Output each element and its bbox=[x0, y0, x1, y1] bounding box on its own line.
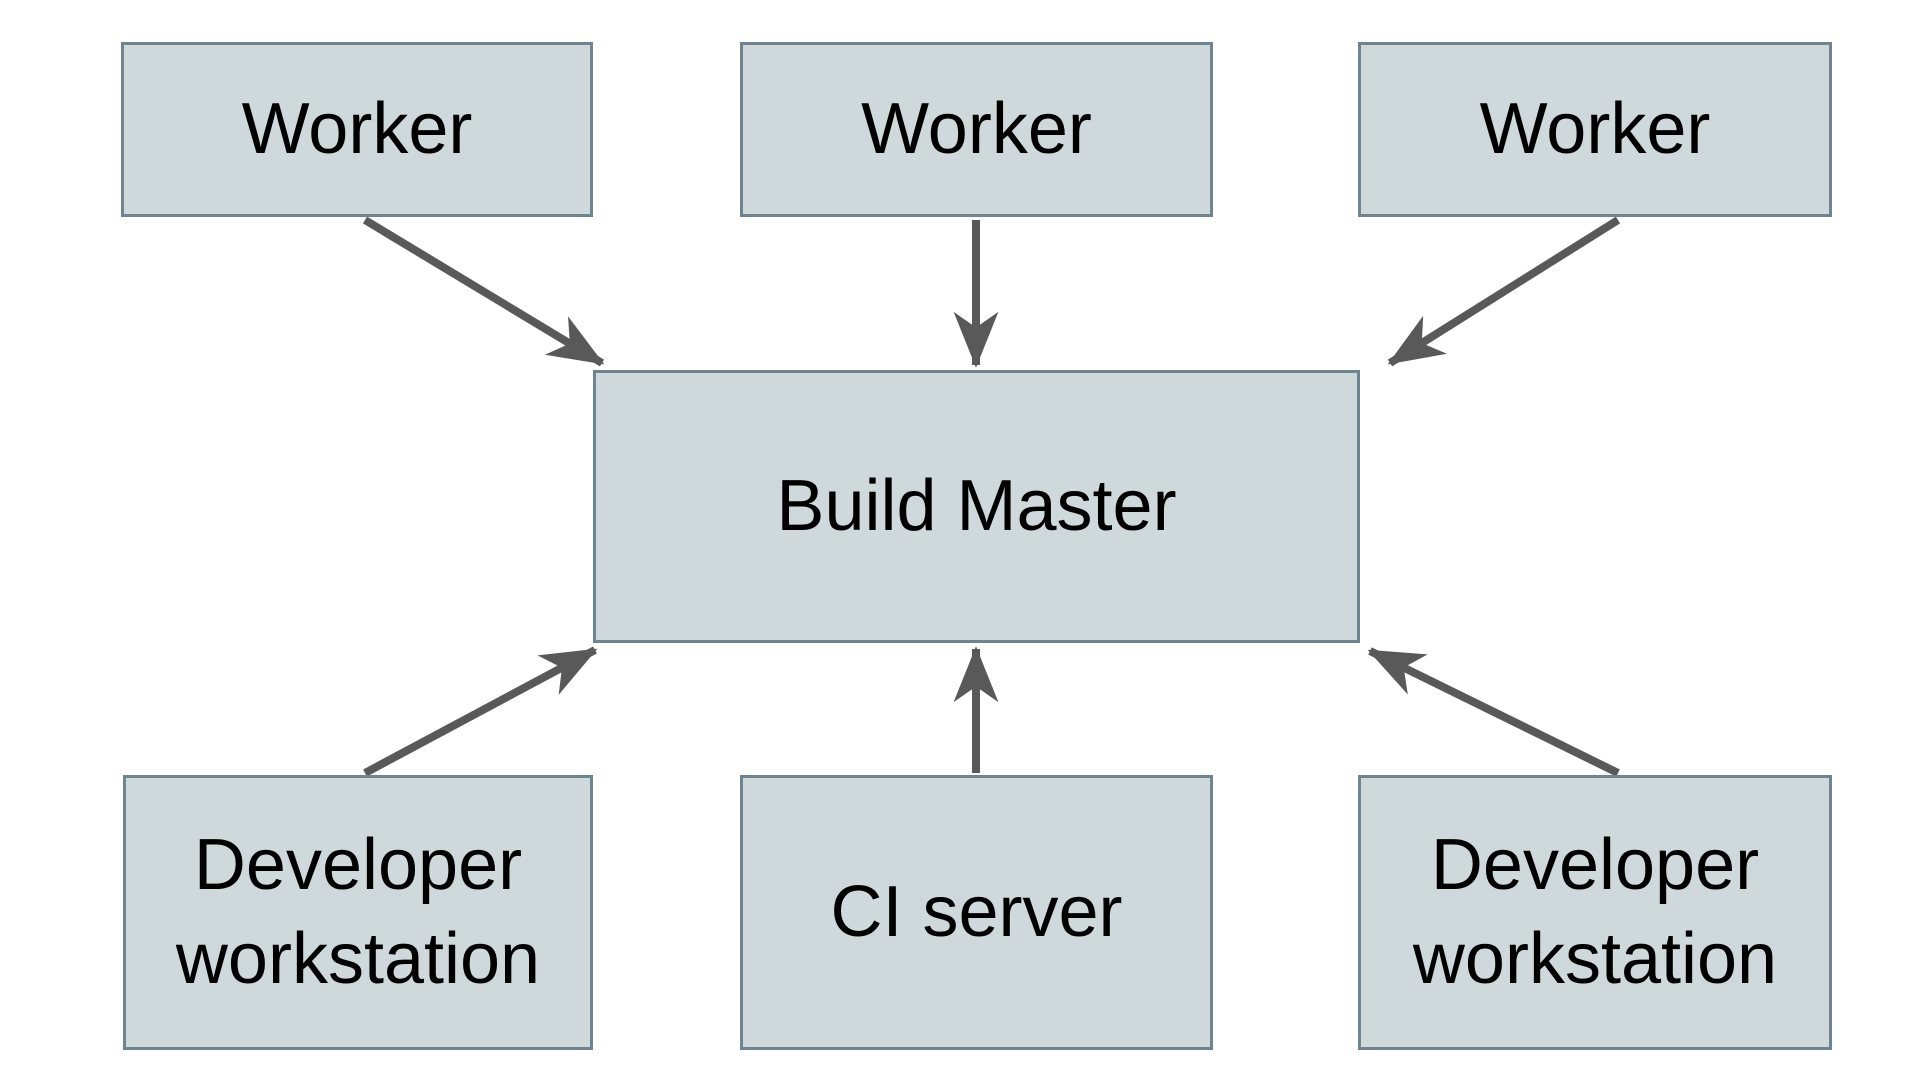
node-label-build-master: Build Master bbox=[776, 465, 1177, 546]
node-label-worker-1: Worker bbox=[241, 88, 473, 169]
node-dev-workstation-2: Developer workstation bbox=[1358, 775, 1832, 1050]
arrow-worker-3-to-build-master bbox=[1387, 216, 1621, 367]
arrow-worker-1-to-build-master bbox=[362, 216, 605, 367]
node-worker-3: Worker bbox=[1358, 42, 1832, 217]
node-ci-server: CI server bbox=[740, 775, 1213, 1050]
arrow-dev-workstation-2-to-build-master bbox=[1367, 647, 1620, 777]
node-label-worker-3: Worker bbox=[1479, 88, 1711, 169]
node-worker-2: Worker bbox=[740, 42, 1213, 217]
arrow-dev-workstation-1-to-build-master bbox=[363, 646, 598, 777]
node-label-dev-workstation-2: Developer workstation bbox=[1412, 824, 1778, 999]
node-label-ci-server: CI server bbox=[830, 871, 1123, 952]
node-dev-workstation-1: Developer workstation bbox=[123, 775, 593, 1050]
node-label-worker-2: Worker bbox=[861, 88, 1092, 169]
node-worker-1: Worker bbox=[121, 42, 593, 217]
node-build-master: Build Master bbox=[593, 370, 1360, 643]
node-label-dev-workstation-1: Developer workstation bbox=[175, 824, 541, 999]
